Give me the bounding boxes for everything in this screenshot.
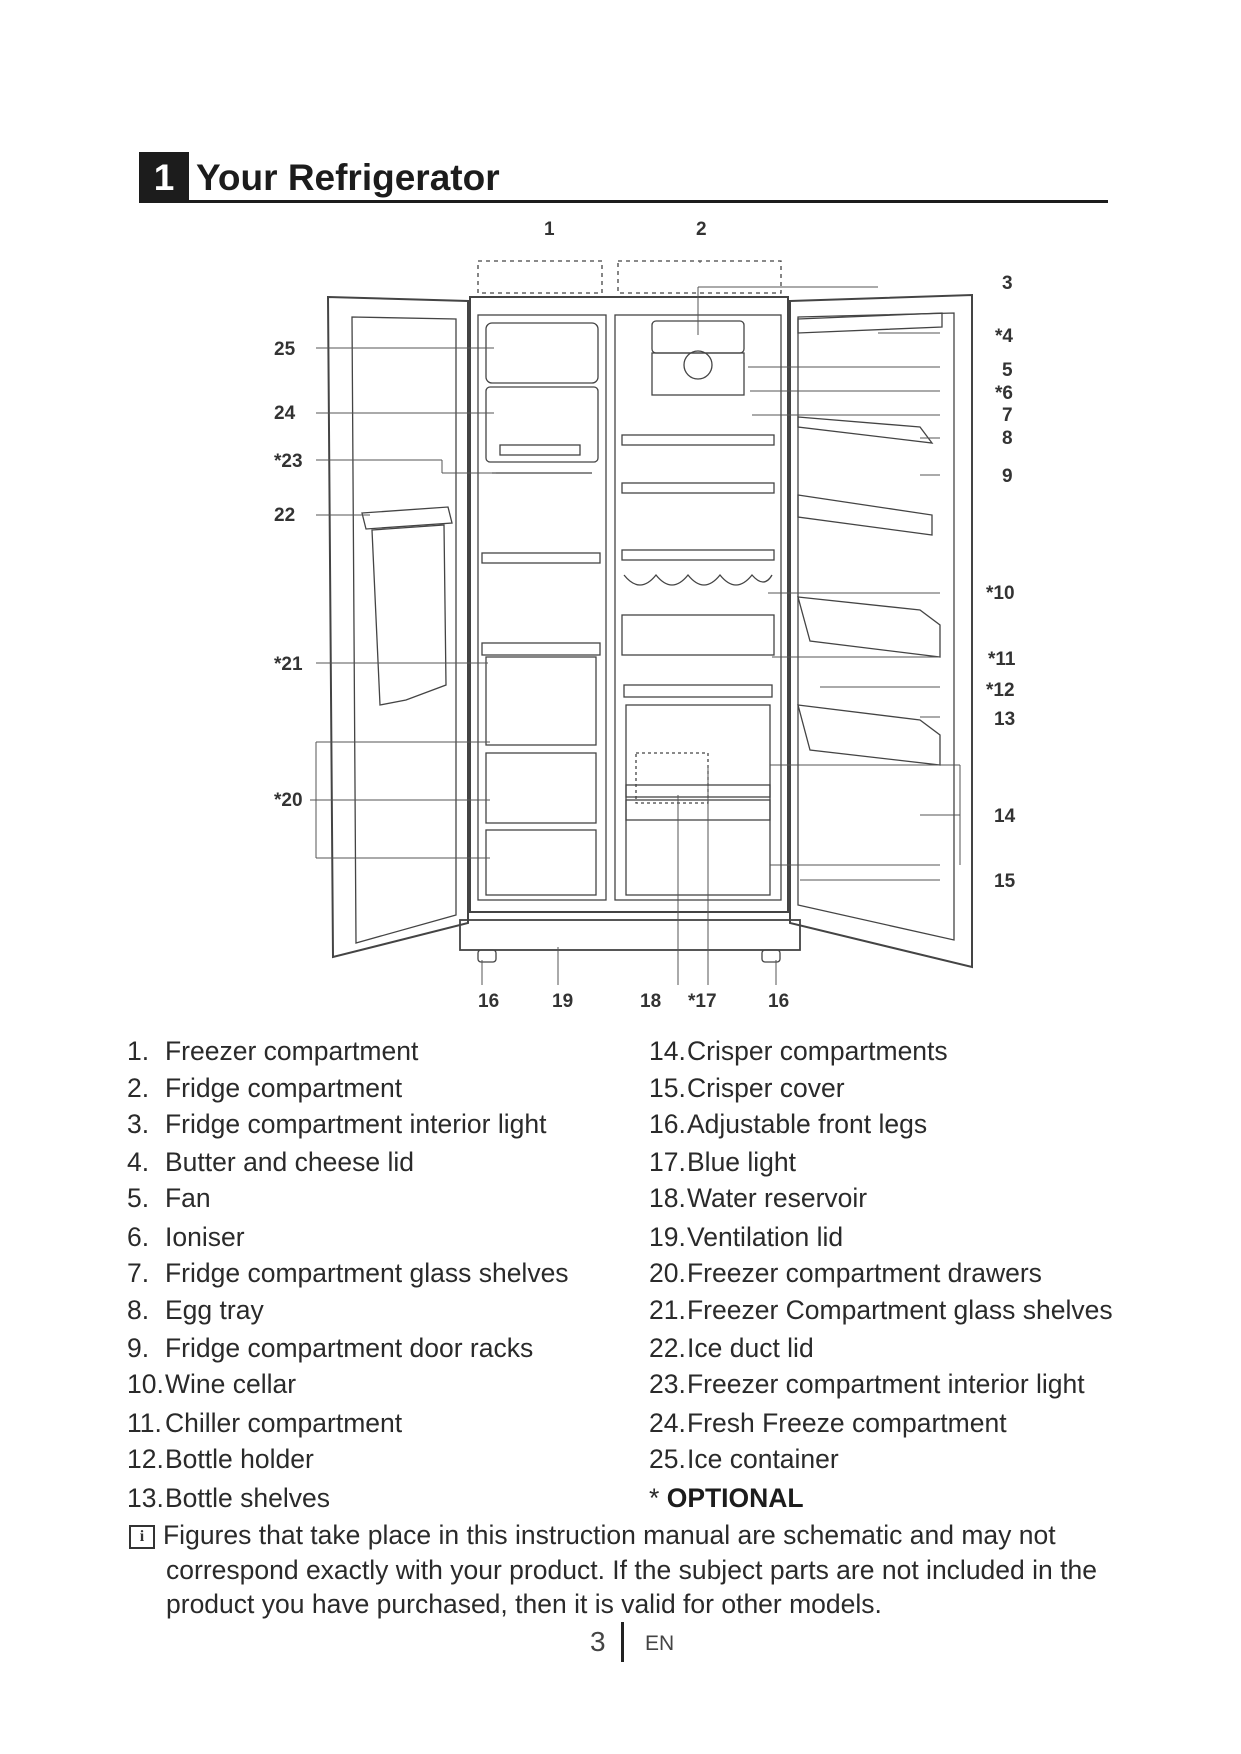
note-line: Figures that take place in this instruct…	[163, 1520, 1056, 1550]
legend-item: 4.Butter and cheese lid	[127, 1147, 414, 1177]
refrigerator-diagram: 1 2 3 *4 5 *6 7 8 9 *10 *11 *12 13 14 15…	[274, 219, 1016, 1012]
callout-6: *6	[995, 383, 1013, 404]
legend-item: 11.Chiller compartment	[127, 1408, 403, 1438]
callout-24: 24	[274, 403, 296, 424]
page-title: Your Refrigerator	[196, 157, 500, 198]
callout-21: *21	[274, 654, 303, 675]
legend-item: 18.Water reservoir	[649, 1183, 868, 1213]
door-racks	[797, 312, 943, 766]
callout-16-left: 16	[478, 991, 499, 1012]
legend-item: 5.Fan	[127, 1183, 211, 1213]
callout-4: *4	[995, 326, 1013, 347]
legend-item: 15.Crisper cover	[649, 1073, 845, 1103]
callout-17: *17	[688, 991, 717, 1012]
page-number: 3	[590, 1626, 606, 1657]
legend-item: 3.Fridge compartment interior light	[127, 1109, 547, 1139]
legend-item: 19.Ventilation lid	[649, 1222, 844, 1252]
legend-item: 10.Wine cellar	[127, 1369, 297, 1399]
callout-14: 14	[994, 806, 1016, 827]
callout-22: 22	[274, 505, 295, 526]
callout-7: 7	[1002, 405, 1013, 426]
legend-item: 20.Freezer compartment drawers	[649, 1258, 1042, 1288]
callout-10: *10	[986, 583, 1015, 604]
callout-16-right: 16	[768, 991, 789, 1012]
callout-8: 8	[1002, 428, 1013, 449]
callout-25: 25	[274, 339, 296, 360]
info-icon: i	[129, 1525, 155, 1549]
callout-15: 15	[994, 871, 1016, 892]
legend-item: 7.Fridge compartment glass shelves	[127, 1258, 569, 1288]
legend-item: 22.Ice duct lid	[649, 1333, 814, 1363]
legend-item: 9.Fridge compartment door racks	[127, 1333, 534, 1363]
legend-item: 8.Egg tray	[127, 1295, 264, 1325]
callout-13: 13	[994, 709, 1015, 730]
legend-item: 2.Fridge compartment	[127, 1073, 403, 1103]
callout-23: *23	[274, 451, 303, 472]
optional-label: OPTIONAL	[666, 1483, 804, 1513]
legend-item: 21.Freezer Compartment glass shelves	[649, 1295, 1113, 1325]
leader-lines	[310, 261, 961, 985]
callout-9: 9	[1002, 466, 1013, 487]
legend-item: 23.Freezer compartment interior light	[649, 1369, 1085, 1399]
callout-1: 1	[544, 219, 555, 240]
callout-19: 19	[552, 991, 573, 1012]
callout-11: *11	[988, 649, 1016, 670]
language-code: EN	[645, 1632, 675, 1655]
legend-item: 1.Freezer compartment	[127, 1036, 419, 1066]
fridge-parts	[621, 320, 775, 896]
legend-item: 25.Ice container	[649, 1444, 839, 1474]
note-line: correspond exactly with your product. If…	[166, 1555, 1097, 1585]
callout-3: 3	[1002, 273, 1013, 294]
freezer-parts	[361, 322, 601, 896]
callouts: 1 2 3 *4 5 *6 7 8 9 *10 *11 *12 13 14 15…	[274, 219, 1016, 1012]
optional-star: *	[649, 1483, 660, 1513]
footer-divider	[621, 1622, 624, 1662]
callout-5: 5	[1002, 360, 1013, 381]
optional-note: * OPTIONAL	[649, 1483, 804, 1514]
callout-18: 18	[640, 991, 661, 1012]
section-number: 1	[139, 152, 189, 203]
legend-item: 14.Crisper compartments	[649, 1036, 948, 1066]
heading-rule	[139, 200, 1108, 203]
callout-12: *12	[986, 680, 1015, 701]
legend-item: 16.Adjustable front legs	[649, 1109, 928, 1139]
note-line: product you have purchased, then it is v…	[166, 1589, 882, 1619]
callout-20: *20	[274, 790, 303, 811]
callout-2: 2	[696, 219, 707, 240]
legend-item: 17.Blue light	[649, 1147, 797, 1177]
legend-item: 24.Fresh Freeze compartment	[649, 1408, 1007, 1438]
legend-item: 6.Ioniser	[127, 1222, 245, 1252]
legend-item: 13.Bottle shelves	[127, 1483, 330, 1513]
legend-item: 12.Bottle holder	[127, 1444, 314, 1474]
